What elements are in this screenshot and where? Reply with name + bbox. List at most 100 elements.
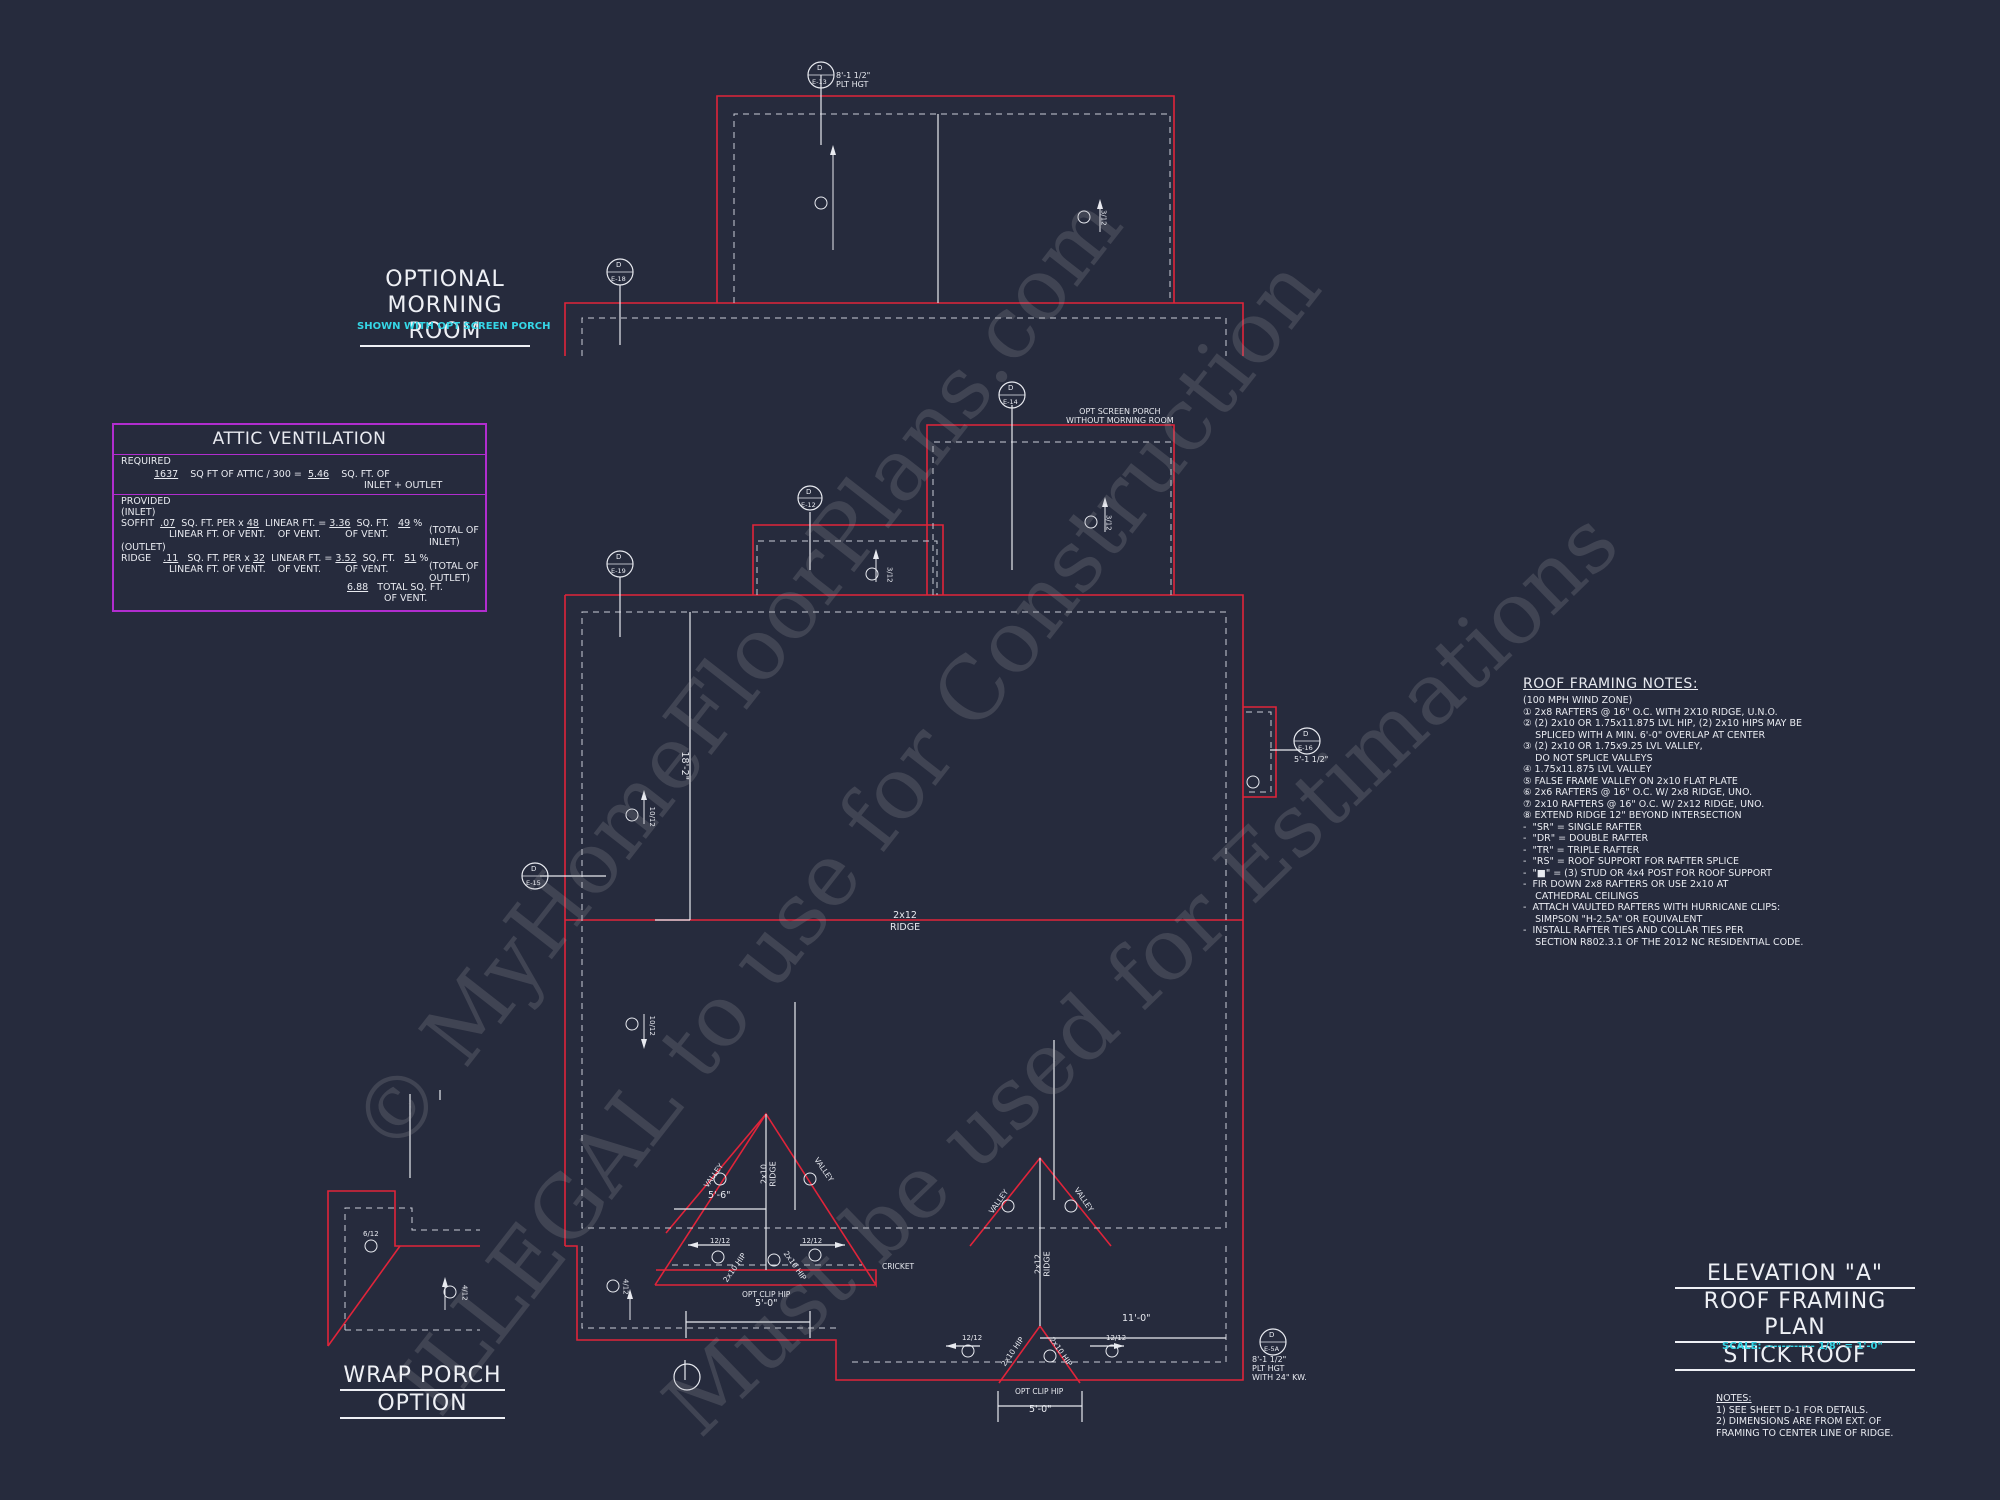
general-note-3: FRAMING TO CENTER LINE OF RIDGE. (1716, 1427, 1894, 1439)
total-vent: 6.88 (347, 582, 369, 593)
elevation-title-line3: STICK ROOF (1675, 1343, 1915, 1371)
roof-note-line: ③ (2) 2x10 OR 1.75x9.25 LVL VALLEY, (1523, 741, 1703, 752)
dim-5-6: 5'-6" (708, 1190, 731, 1201)
opt-clip-hip-left: OPT CLIP HIP (742, 1290, 791, 1299)
elevation-title-line1: ELEVATION "A" (1675, 1261, 1915, 1289)
bubble-ref-1: E-13 (812, 78, 827, 86)
screen-porch-line1: OPT SCREEN PORCH (1079, 407, 1161, 416)
ridge-lf-label: LINEAR FT. = (271, 553, 333, 564)
roof-note-line: - FIR DOWN 2x8 RAFTERS OR USE 2x10 AT (1523, 879, 1729, 890)
bubble-dividers (522, 74, 1320, 1343)
required-line: 1637 SQ FT OF ATTIC / 300 = 5.46 SQ. FT.… (154, 469, 390, 481)
soffit-sub3: OF VENT. (345, 529, 389, 540)
soffit-line2: LINEAR FT. OF VENT. OF VENT. OF VENT. (169, 529, 388, 541)
roof-note-line: - INSTALL RAFTER TIES AND COLLAR TIES PE… (1523, 925, 1744, 936)
total-line: 6.88 TOTAL SQ. FT. (347, 582, 443, 594)
required-vent: 5.46 (307, 469, 330, 480)
ridge-main-label: 2x12 RIDGE (890, 910, 920, 933)
plt-hgt-bottom: 8'-1 1/2" PLT HGT WITH 24" KW. (1252, 1355, 1307, 1382)
pitch-4-12-a: 4/12 (621, 1278, 630, 1295)
attic-ventilation-table: ATTIC VENTILATION REQUIRED 1637 SQ FT OF… (112, 423, 487, 612)
elevation-title: ELEVATION "A" ROOF FRAMING PLAN STICK RO… (1675, 1261, 1915, 1371)
soffit-percent: 49 (398, 518, 411, 529)
percent-sign: % (413, 518, 423, 529)
roof-note-line: - "SR" = SINGLE RAFTER (1523, 821, 1642, 833)
ridge-total: 3.52 (335, 553, 357, 564)
bubble-ref-7: E-16 (1298, 744, 1313, 752)
wrap-porch-title: WRAP PORCH OPTION (340, 1363, 505, 1419)
required-label: REQUIRED (121, 456, 171, 467)
pitch-6-12: 6/12 (363, 1230, 379, 1238)
pitch-10-12-a: 10/12 (647, 806, 656, 827)
pitch-12-12-c: 12/12 (962, 1334, 983, 1342)
cricket-label: CRICKET (882, 1262, 915, 1271)
roof-note-line: ② (2) 2x10 OR 1.75x11.875 LVL HIP, (2) 2… (1523, 718, 1802, 729)
divider (114, 494, 485, 495)
percent-sign: % (419, 553, 429, 564)
general-note-1: 1) SEE SHEET D-1 FOR DETAILS. (1716, 1404, 1869, 1416)
soffit-sqft: .07 (160, 518, 176, 529)
ridge-lf: 32 (252, 553, 266, 564)
watermark: © MyHomeFloorPlans.com ILLEGAL to use fo… (333, 177, 1638, 1455)
outlet-label: (OUTLET) (121, 542, 166, 553)
roof-note-line: ① 2x8 RAFTERS @ 16" O.C. WITH 2X10 RIDGE… (1523, 706, 1778, 718)
ridge-2x12-text: RIDGE (1042, 1251, 1052, 1277)
screen-porch-label: OPT SCREEN PORCH WITHOUT MORNING ROOM (1066, 407, 1174, 425)
ridge-line: RIDGE .11 SQ. FT. PER x 32 LINEAR FT. = … (121, 553, 428, 565)
roof-note-line: DO NOT SPLICE VALLEYS (1523, 752, 1653, 764)
attic-formula: SQ FT OF ATTIC / 300 = (190, 469, 302, 480)
ridge-sub2: OF VENT. (277, 564, 321, 575)
soffit-label: SOFFIT (121, 518, 155, 529)
bubble-ref-6: E-15 (526, 879, 541, 887)
roof-framing-notes: ROOF FRAMING NOTES: (100 MPH WIND ZONE)①… (1523, 676, 1853, 948)
soffit-lf: 48 (246, 518, 259, 529)
bubble-ref-4: E-12 (801, 501, 816, 509)
provided-label: PROVIDED (121, 496, 171, 507)
ridge-2x10-text: RIDGE (768, 1161, 778, 1187)
pitch-12-12-d: 12/12 (1106, 1334, 1127, 1342)
pitch-12-12-a: 12/12 (710, 1237, 731, 1245)
pitch-10-12-b: 10/12 (647, 1015, 656, 1036)
plt-hgt-top-value: 8'-1 1/2" (836, 71, 871, 80)
plt-hgt-bottom-label: PLT HGT (1252, 1364, 1285, 1373)
scale-label: SCALE: ------------ 1/8" = 1'-0" (1722, 1341, 1883, 1352)
plt-hgt-right: 5'-1 1/2" (1294, 755, 1329, 764)
plt-hgt-top: 8'-1 1/2" PLT HGT (836, 71, 870, 89)
elevation-title-line2: ROOF FRAMING PLAN (1675, 1289, 1915, 1343)
ridge-main-text: RIDGE (890, 921, 921, 933)
ridge-per: SQ. FT. PER x (187, 553, 250, 564)
ridge-unit: SQ. FT. (362, 553, 396, 564)
morning-room-subtitle: SHOWN WITH OPT SCREEN PORCH (357, 321, 551, 332)
plt-hgt-bottom-value: 8'-1 1/2" (1252, 1355, 1287, 1364)
bubble-ref-2: E-18 (611, 275, 626, 283)
total-of-label: (TOTAL OF (429, 561, 479, 572)
ridge-sub3: OF VENT. (345, 564, 389, 575)
roof-note-line: SIMPSON "H-2.5A" OR EQUIVALENT (1523, 913, 1703, 925)
bubble-d-8: D (1269, 1331, 1275, 1339)
callout-circles (364, 196, 1260, 1363)
roof-note-line: - ATTACH VAULTED RAFTERS WITH HURRICANE … (1523, 902, 1781, 913)
required-line2: INLET + OUTLET (364, 480, 443, 491)
bubble-ref-8: E-5A (1264, 1345, 1280, 1353)
ridge-2x12-size: 2x12 (1033, 1254, 1043, 1275)
morning-room-title-line2: MORNING ROOM (360, 293, 530, 347)
dim-11-0: 11'-0" (1122, 1313, 1151, 1324)
screen-porch-line2: WITHOUT MORNING ROOM (1066, 416, 1174, 425)
inlet-label: (INLET) (121, 507, 156, 518)
pitch-3-12-b: 3/12 (1104, 514, 1113, 531)
divider (114, 454, 485, 455)
general-note-2: 2) DIMENSIONS ARE FROM EXT. OF (1716, 1416, 1882, 1427)
arrow-shafts (444, 150, 1106, 1320)
soffit-line: SOFFIT .07 SQ. FT. PER x 48 LINEAR FT. =… (121, 518, 422, 530)
ridge-percent: 51 (404, 553, 417, 564)
total-of-label: (TOTAL OF (429, 525, 479, 536)
bubble-d-2: D (616, 261, 622, 269)
morning-room-title: OPTIONAL MORNING ROOM (360, 267, 530, 347)
ridge-2x10-size: 2x10 (759, 1164, 769, 1185)
inlet-close: INLET) (429, 536, 460, 548)
dim-5-0-bottom: 5'-0" (1029, 1404, 1052, 1415)
attic-sqft: 1637 (154, 469, 179, 480)
pitch-3-12-c: 3/12 (885, 566, 894, 583)
roof-note-line: - "RS" = ROOF SUPPORT FOR RAFTER SPLICE (1523, 856, 1740, 867)
